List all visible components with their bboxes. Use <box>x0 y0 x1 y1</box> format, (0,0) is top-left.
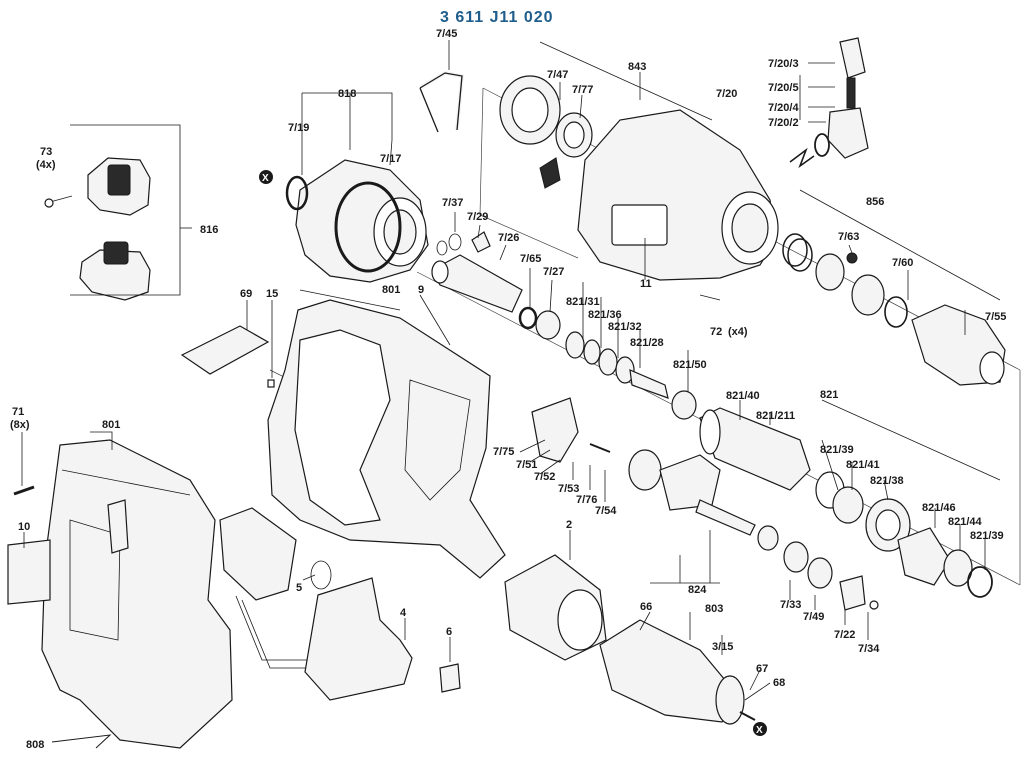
reference-marker-top: X <box>259 170 273 184</box>
callout-818: 818 <box>338 88 356 100</box>
callout-821-28: 821/28 <box>630 337 664 349</box>
callout-821-46: 821/46 <box>922 502 956 514</box>
callout-7-20-2: 7/20/2 <box>768 117 799 129</box>
callout-7-34: 7/34 <box>858 643 880 655</box>
callout-7-52: 7/52 <box>534 471 555 483</box>
electronics-module <box>219 507 461 701</box>
callout-7-20: 7/20 <box>716 88 737 100</box>
main-housing <box>267 299 506 579</box>
callout-72-qty: (x4) <box>728 326 748 338</box>
stator-sleeve <box>504 554 607 661</box>
reference-marker-bottom: X <box>753 722 767 736</box>
callout-843: 843 <box>628 61 646 73</box>
callout-7-76: 7/76 <box>576 494 597 506</box>
callout-821-41: 821/41 <box>846 459 880 471</box>
callout-5: 5 <box>296 582 302 594</box>
leader-lines <box>21 40 1001 701</box>
svg-text:X: X <box>756 725 763 736</box>
callout-7-27: 7/27 <box>543 266 564 278</box>
left-housing-shell <box>7 439 233 749</box>
callout-801-top: 801 <box>382 284 400 296</box>
callout-labels: 7/45 818 7/19 7/17 73 (4x) 816 7/47 7/77… <box>10 28 1006 751</box>
brush-holder-assembly <box>44 157 151 301</box>
gear-housing <box>499 75 779 281</box>
callout-7-22: 7/22 <box>834 629 855 641</box>
callout-69: 69 <box>240 288 252 300</box>
callout-68: 68 <box>773 677 785 689</box>
callout-7-55: 7/55 <box>985 311 1006 323</box>
callout-824: 824 <box>688 584 707 596</box>
callout-7-77: 7/77 <box>572 84 593 96</box>
callout-801-left: 801 <box>102 419 120 431</box>
callout-856: 856 <box>866 196 884 208</box>
switch-lever-assembly <box>789 37 869 169</box>
callout-7-45: 7/45 <box>436 28 457 40</box>
callout-821-36: 821/36 <box>588 309 622 321</box>
armature-803 <box>599 619 756 725</box>
callout-15: 15 <box>266 288 278 300</box>
callout-7-49: 7/49 <box>803 611 824 623</box>
callout-6: 6 <box>446 626 452 638</box>
callout-7-20-5: 7/20/5 <box>768 82 799 94</box>
callout-9: 9 <box>418 284 424 296</box>
callout-7-51: 7/51 <box>516 459 537 471</box>
callout-7-65: 7/65 <box>520 253 541 265</box>
callout-7-26: 7/26 <box>498 232 519 244</box>
callout-821-38: 821/38 <box>870 475 904 487</box>
callout-7-53: 7/53 <box>558 483 579 495</box>
chuck-assembly <box>782 233 1006 386</box>
lever-7-75 <box>531 397 579 463</box>
washer-7-37a <box>436 240 448 256</box>
callout-7-60: 7/60 <box>892 257 913 269</box>
callout-71: 71 <box>12 406 24 418</box>
callout-7-63: 7/63 <box>838 231 859 243</box>
callout-2: 2 <box>566 519 572 531</box>
callout-803: 803 <box>705 603 723 615</box>
callout-7-37: 7/37 <box>442 197 463 209</box>
washer-7-37b <box>448 233 462 251</box>
callout-71-qty: (8x) <box>10 419 30 431</box>
callout-7-33: 7/33 <box>780 599 801 611</box>
callout-10: 10 <box>18 521 30 533</box>
callout-821: 821 <box>820 389 838 401</box>
callout-821-32: 821/32 <box>608 321 642 333</box>
intermediate-shaft-824 <box>628 449 779 551</box>
part-number-title: 3 611 J11 020 <box>440 9 554 26</box>
callout-3-15: 3/15 <box>712 641 733 653</box>
callout-821-50: 821/50 <box>673 359 707 371</box>
callout-66: 66 <box>640 601 652 613</box>
callout-7-17: 7/17 <box>380 153 401 165</box>
callout-73-qty: (4x) <box>36 159 56 171</box>
callout-821-31: 821/31 <box>566 296 600 308</box>
callout-821-40: 821/40 <box>726 390 760 402</box>
callout-821-44: 821/44 <box>948 516 983 528</box>
callout-4: 4 <box>400 607 407 619</box>
callout-72: 72 <box>710 326 722 338</box>
svg-text:X: X <box>262 173 269 184</box>
callout-11: 11 <box>640 278 652 290</box>
motor-end-housing <box>285 159 429 283</box>
callout-67: 67 <box>756 663 768 675</box>
callout-821-211: 821/211 <box>756 410 795 422</box>
callout-7-20-4: 7/20/4 <box>768 102 799 114</box>
callout-821-39b: 821/39 <box>970 530 1004 542</box>
callout-7-47: 7/47 <box>547 69 568 81</box>
callout-808: 808 <box>26 739 44 751</box>
callout-7-29: 7/29 <box>467 211 488 223</box>
callout-7-19: 7/19 <box>288 122 309 134</box>
callout-821-39a: 821/39 <box>820 444 854 456</box>
spindle-821 <box>699 407 845 509</box>
label-plate-69 <box>180 325 270 375</box>
callout-816: 816 <box>200 224 218 236</box>
callout-73: 73 <box>40 146 52 158</box>
callout-7-54: 7/54 <box>595 505 617 517</box>
callout-7-75: 7/75 <box>493 446 514 458</box>
part-15 <box>267 379 275 388</box>
callout-7-20-3: 7/20/3 <box>768 58 799 70</box>
